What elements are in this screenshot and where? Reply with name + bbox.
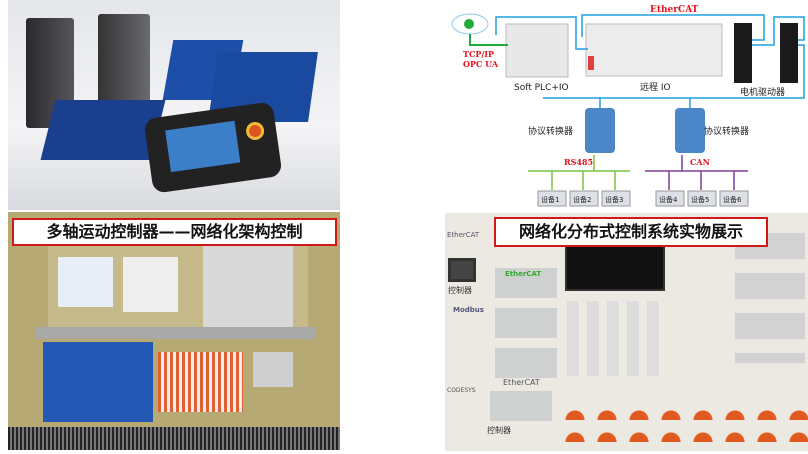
converter-left-label: 协议转换器 (528, 125, 573, 137)
modbus-logo: Modbus (453, 306, 484, 314)
device-6: 设备6 (723, 195, 742, 204)
control-cabinet-photo (8, 212, 340, 450)
tcp-ip-label: TCP/IP (463, 49, 494, 59)
rs485-bus (528, 155, 630, 190)
soft-plc-label: Soft PLC+IO (514, 83, 569, 93)
teach-pendant (143, 101, 283, 194)
ethercat-module-label: EtherCAT (505, 270, 542, 278)
hmi-screen (448, 258, 476, 282)
io-module (495, 268, 557, 298)
controller-label-top: 控制器 (448, 286, 472, 295)
codesys-logo: CODESYS (447, 387, 476, 394)
can-label: CAN (690, 157, 710, 167)
ethercat-logo-top: EtherCAT (447, 231, 480, 239)
can-bus (645, 155, 748, 190)
converter-left (585, 108, 615, 153)
device-2: 设备2 (573, 195, 591, 204)
emergency-stop-icon (244, 120, 266, 142)
monitor (565, 243, 665, 291)
remote-io-module (585, 23, 723, 77)
device-3: 设备3 (605, 195, 623, 204)
ethercat-label: EtherCAT (650, 5, 699, 15)
motion-controller-photo (8, 0, 340, 210)
converter-right-label: 协议转换器 (704, 125, 749, 137)
motor-drive-1 (734, 23, 752, 83)
motor-drive-label: 电机驱动器 (740, 86, 785, 98)
ethercat-lines (495, 14, 805, 108)
device-1: 设备1 (541, 195, 559, 204)
device-4: 设备4 (659, 195, 678, 204)
left-caption: 多轴运动控制器——网络化架构控制 (12, 218, 337, 246)
rs485-label: RS485 (564, 157, 593, 167)
remote-io-label: 远程 IO (640, 82, 671, 93)
opc-ua-label: OPC UA (463, 59, 499, 69)
soft-plc-module (505, 23, 569, 78)
actuator-array (563, 398, 808, 448)
controller-label-bottom: 控制器 (487, 426, 511, 435)
right-caption: 网络化分布式控制系统实物展示 (494, 217, 768, 247)
converter-right (675, 108, 705, 153)
motor-drive-2 (780, 23, 798, 83)
ethercat-logo-bottom: EtherCAT (503, 378, 540, 387)
device-boxes (537, 190, 749, 207)
cloud-icon (451, 13, 489, 35)
distributed-system-photo: EtherCAT 控制器 EtherCAT Modbus CODESYS Eth… (445, 213, 808, 451)
tcp-line (469, 34, 508, 46)
device-5: 设备5 (691, 195, 709, 204)
network-diagram: EtherCAT TCP/IP OPC UA Soft PLC+IO 远程 IO… (451, 5, 805, 207)
